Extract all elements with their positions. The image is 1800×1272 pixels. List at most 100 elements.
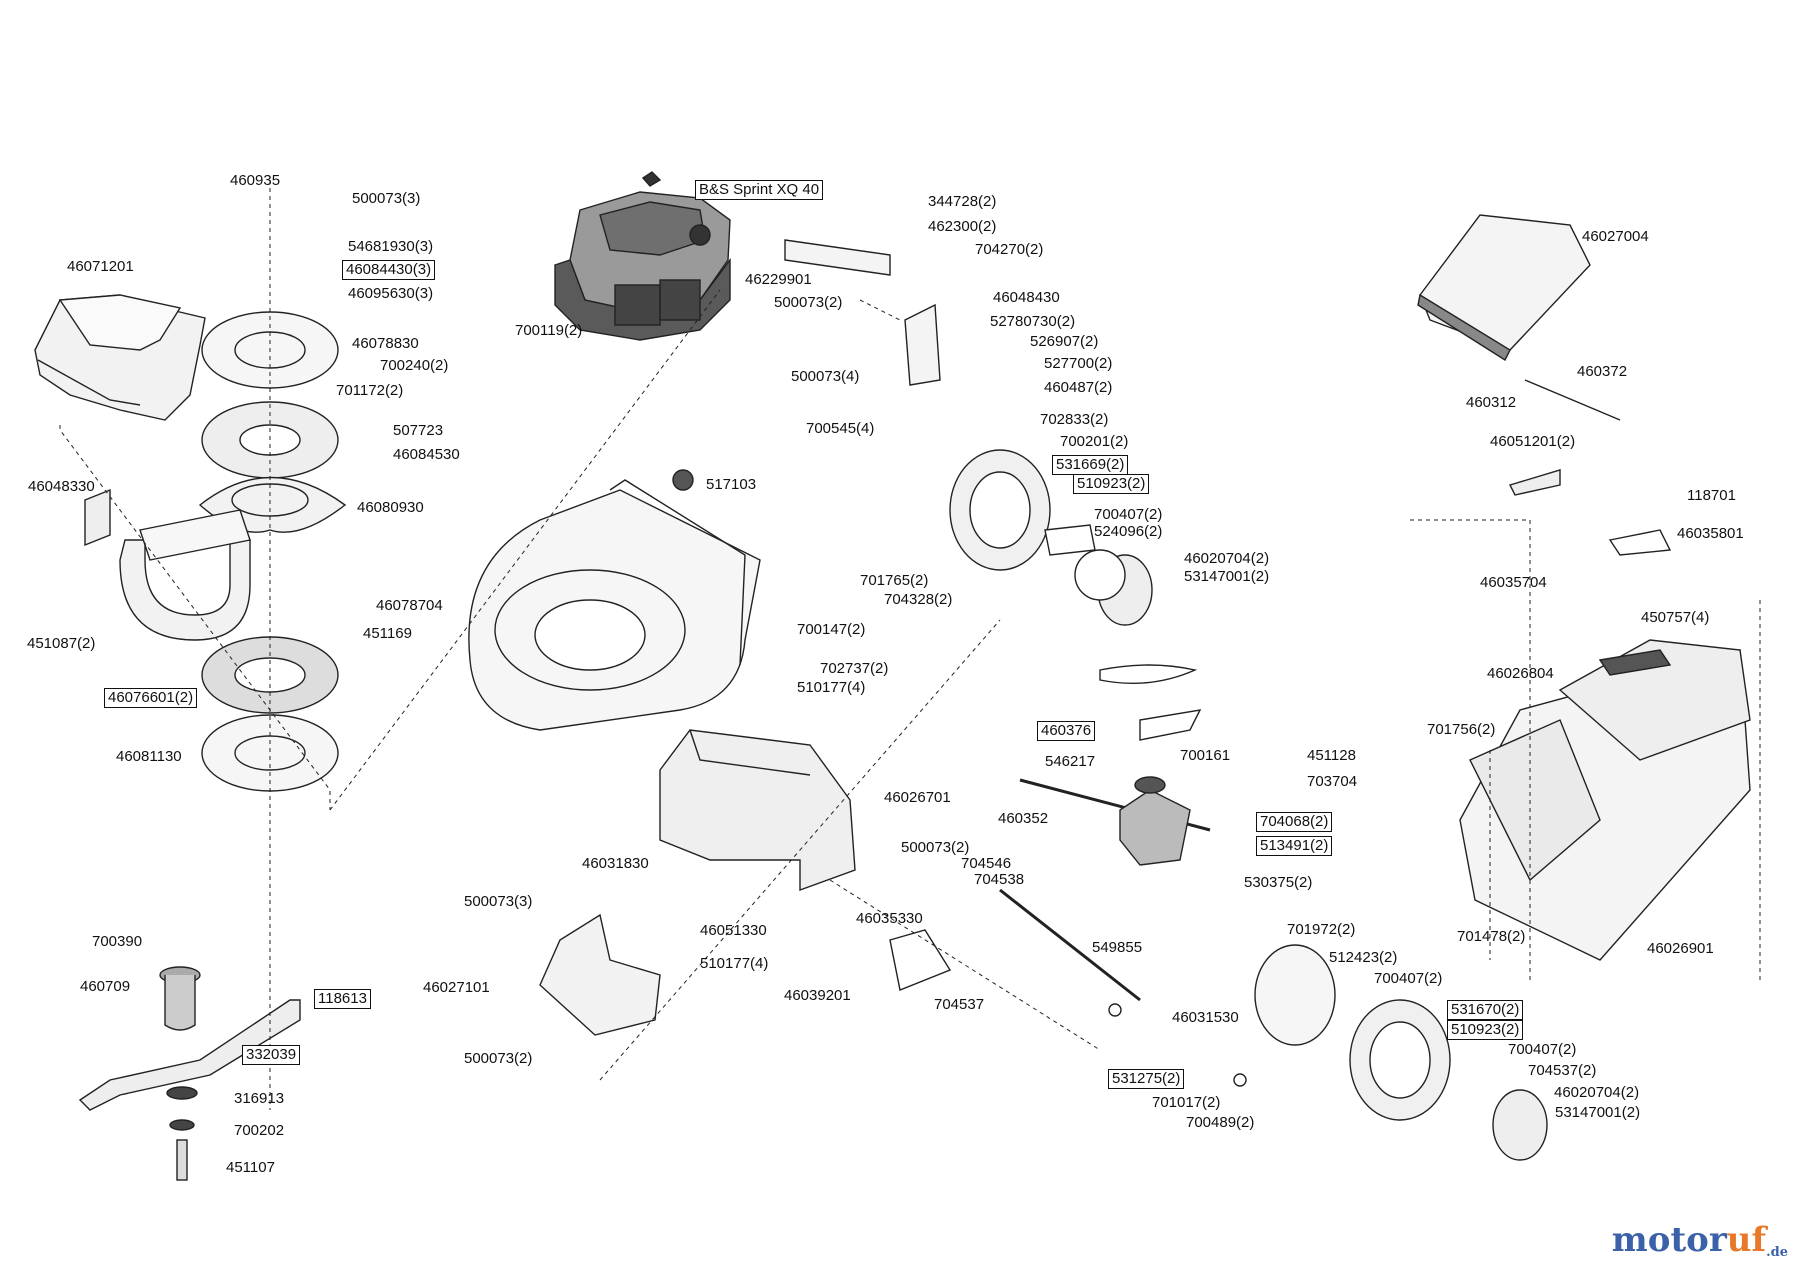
part-label-46076601: 46076601(2)	[104, 688, 198, 708]
part-label-500073-2c: 500073(2)	[464, 1050, 533, 1067]
part-label-46035330: 46035330	[856, 910, 923, 927]
part-label-524096: 524096(2)	[1094, 523, 1163, 540]
part-label-500073-4: 500073(4)	[791, 368, 860, 385]
part-label-700489: 700489(2)	[1186, 1114, 1255, 1131]
part-label-46071201: 46071201	[67, 258, 134, 275]
part-label-46035704: 46035704	[1480, 574, 1547, 591]
part-label-54681930: 54681930(3)	[348, 238, 434, 255]
part-label-460376: 460376	[1037, 721, 1096, 741]
part-label-546217: 546217	[1045, 753, 1096, 770]
part-label-700390: 700390	[92, 933, 143, 950]
part-label-450757: 450757(4)	[1641, 609, 1710, 626]
part-label-52780730: 52780730(2)	[990, 313, 1076, 330]
part-label-46027004: 46027004	[1582, 228, 1649, 245]
part-label-460372: 460372	[1577, 363, 1628, 380]
small-parts	[784, 239, 1672, 1087]
engine-model-label: B&S Sprint XQ 40	[695, 180, 824, 200]
part-label-704270: 704270(2)	[975, 241, 1044, 258]
part-label-46084430: 46084430(3)	[342, 260, 436, 280]
part-label-46051201: 46051201(2)	[1490, 433, 1576, 450]
assembly-lines	[59, 180, 1761, 1110]
part-label-500073-3a: 500073(3)	[352, 190, 421, 207]
part-label-704537a: 704537	[934, 996, 985, 1013]
part-label-531670: 531670(2)	[1447, 1000, 1524, 1020]
part-label-460312: 460312	[1466, 394, 1517, 411]
handle-bracket	[84, 488, 251, 641]
part-label-700161: 700161	[1180, 747, 1231, 764]
part-label-46020704a: 46020704(2)	[1184, 550, 1270, 567]
part-label-451169: 451169	[363, 625, 412, 642]
mower-deck	[468, 469, 761, 731]
part-label-53147001b: 53147001(2)	[1555, 1104, 1641, 1121]
part-label-46048430: 46048430	[993, 289, 1060, 306]
part-label-460935: 460935	[230, 172, 281, 189]
engine	[554, 171, 731, 341]
part-label-500073-3b: 500073(3)	[464, 893, 533, 910]
part-label-451087: 451087(2)	[27, 635, 96, 652]
part-label-46035801: 46035801	[1677, 525, 1744, 542]
part-label-451107: 451107	[226, 1159, 275, 1176]
part-label-46084530: 46084530	[393, 446, 460, 463]
part-label-510177-4a: 510177(4)	[797, 679, 866, 696]
part-label-700407c: 700407(2)	[1508, 1041, 1577, 1058]
part-label-332039: 332039	[242, 1045, 301, 1065]
part-label-46081130: 46081130	[116, 748, 182, 765]
part-label-700147: 700147(2)	[797, 621, 866, 638]
part-label-526907: 526907(2)	[1030, 333, 1099, 350]
part-label-513491: 513491(2)	[1256, 836, 1333, 856]
part-label-118701: 118701	[1687, 487, 1736, 504]
part-label-46095630: 46095630(3)	[348, 285, 434, 302]
part-label-46051330: 46051330	[700, 922, 767, 939]
part-label-700240: 700240(2)	[380, 357, 449, 374]
part-label-46020704b: 46020704(2)	[1554, 1084, 1640, 1101]
part-label-700201: 700201(2)	[1060, 433, 1129, 450]
part-label-701756: 701756(2)	[1427, 721, 1496, 738]
part-label-530375: 530375(2)	[1244, 874, 1313, 891]
part-label-460352: 460352	[998, 810, 1049, 827]
part-label-316913: 316913	[234, 1090, 285, 1107]
part-label-704546: 704546	[961, 855, 1012, 872]
part-label-704537b: 704537(2)	[1528, 1062, 1597, 1079]
part-label-46031830: 46031830	[582, 855, 649, 872]
part-label-701478: 701478(2)	[1457, 928, 1526, 945]
part-label-527700: 527700(2)	[1044, 355, 1113, 372]
part-label-46026701: 46026701	[884, 789, 951, 806]
part-label-701765: 701765(2)	[860, 572, 929, 589]
part-label-703704: 703704	[1307, 773, 1358, 790]
part-label-460487: 460487(2)	[1044, 379, 1113, 396]
part-label-549855: 549855	[1092, 939, 1143, 956]
part-label-344728: 344728(2)	[928, 193, 997, 210]
part-label-704538: 704538	[974, 871, 1025, 888]
gearbox-axle	[999, 709, 1211, 1002]
part-label-704328: 704328(2)	[884, 591, 953, 608]
part-label-46031530: 46031530	[1172, 1009, 1239, 1026]
part-label-701017: 701017(2)	[1152, 1094, 1221, 1111]
part-label-510923a: 510923(2)	[1073, 474, 1150, 494]
part-label-531669: 531669(2)	[1052, 455, 1129, 475]
rear-wheel-lower	[1254, 944, 1548, 1161]
part-label-704068: 704068(2)	[1256, 812, 1333, 832]
part-label-46229901: 46229901	[745, 271, 812, 288]
part-label-53147001a: 53147001(2)	[1184, 568, 1270, 585]
part-label-510923b: 510923(2)	[1447, 1020, 1524, 1040]
part-label-531275: 531275(2)	[1108, 1069, 1185, 1089]
part-label-460709: 460709	[80, 978, 131, 995]
part-label-462300: 462300(2)	[928, 218, 997, 235]
mulch-insert	[539, 913, 661, 1036]
part-label-701172: 701172(2)	[336, 382, 404, 399]
grass-box-cover	[1417, 214, 1621, 421]
part-label-507723: 507723	[393, 422, 444, 439]
blade	[78, 966, 301, 1181]
part-label-701972: 701972(2)	[1287, 921, 1356, 938]
part-label-46026901: 46026901	[1647, 940, 1714, 957]
part-label-46048330: 46048330	[28, 478, 95, 495]
discharge-chute	[659, 729, 856, 891]
part-label-510177-4b: 510177(4)	[700, 955, 769, 972]
part-label-700119: 700119(2)	[515, 322, 583, 339]
part-label-702737: 702737(2)	[820, 660, 889, 677]
part-label-500073-2a: 500073(2)	[774, 294, 843, 311]
grass-box	[1459, 639, 1751, 961]
part-label-46080930: 46080930	[357, 499, 424, 516]
motoruf-watermark: motoruf.de	[1611, 1220, 1788, 1260]
